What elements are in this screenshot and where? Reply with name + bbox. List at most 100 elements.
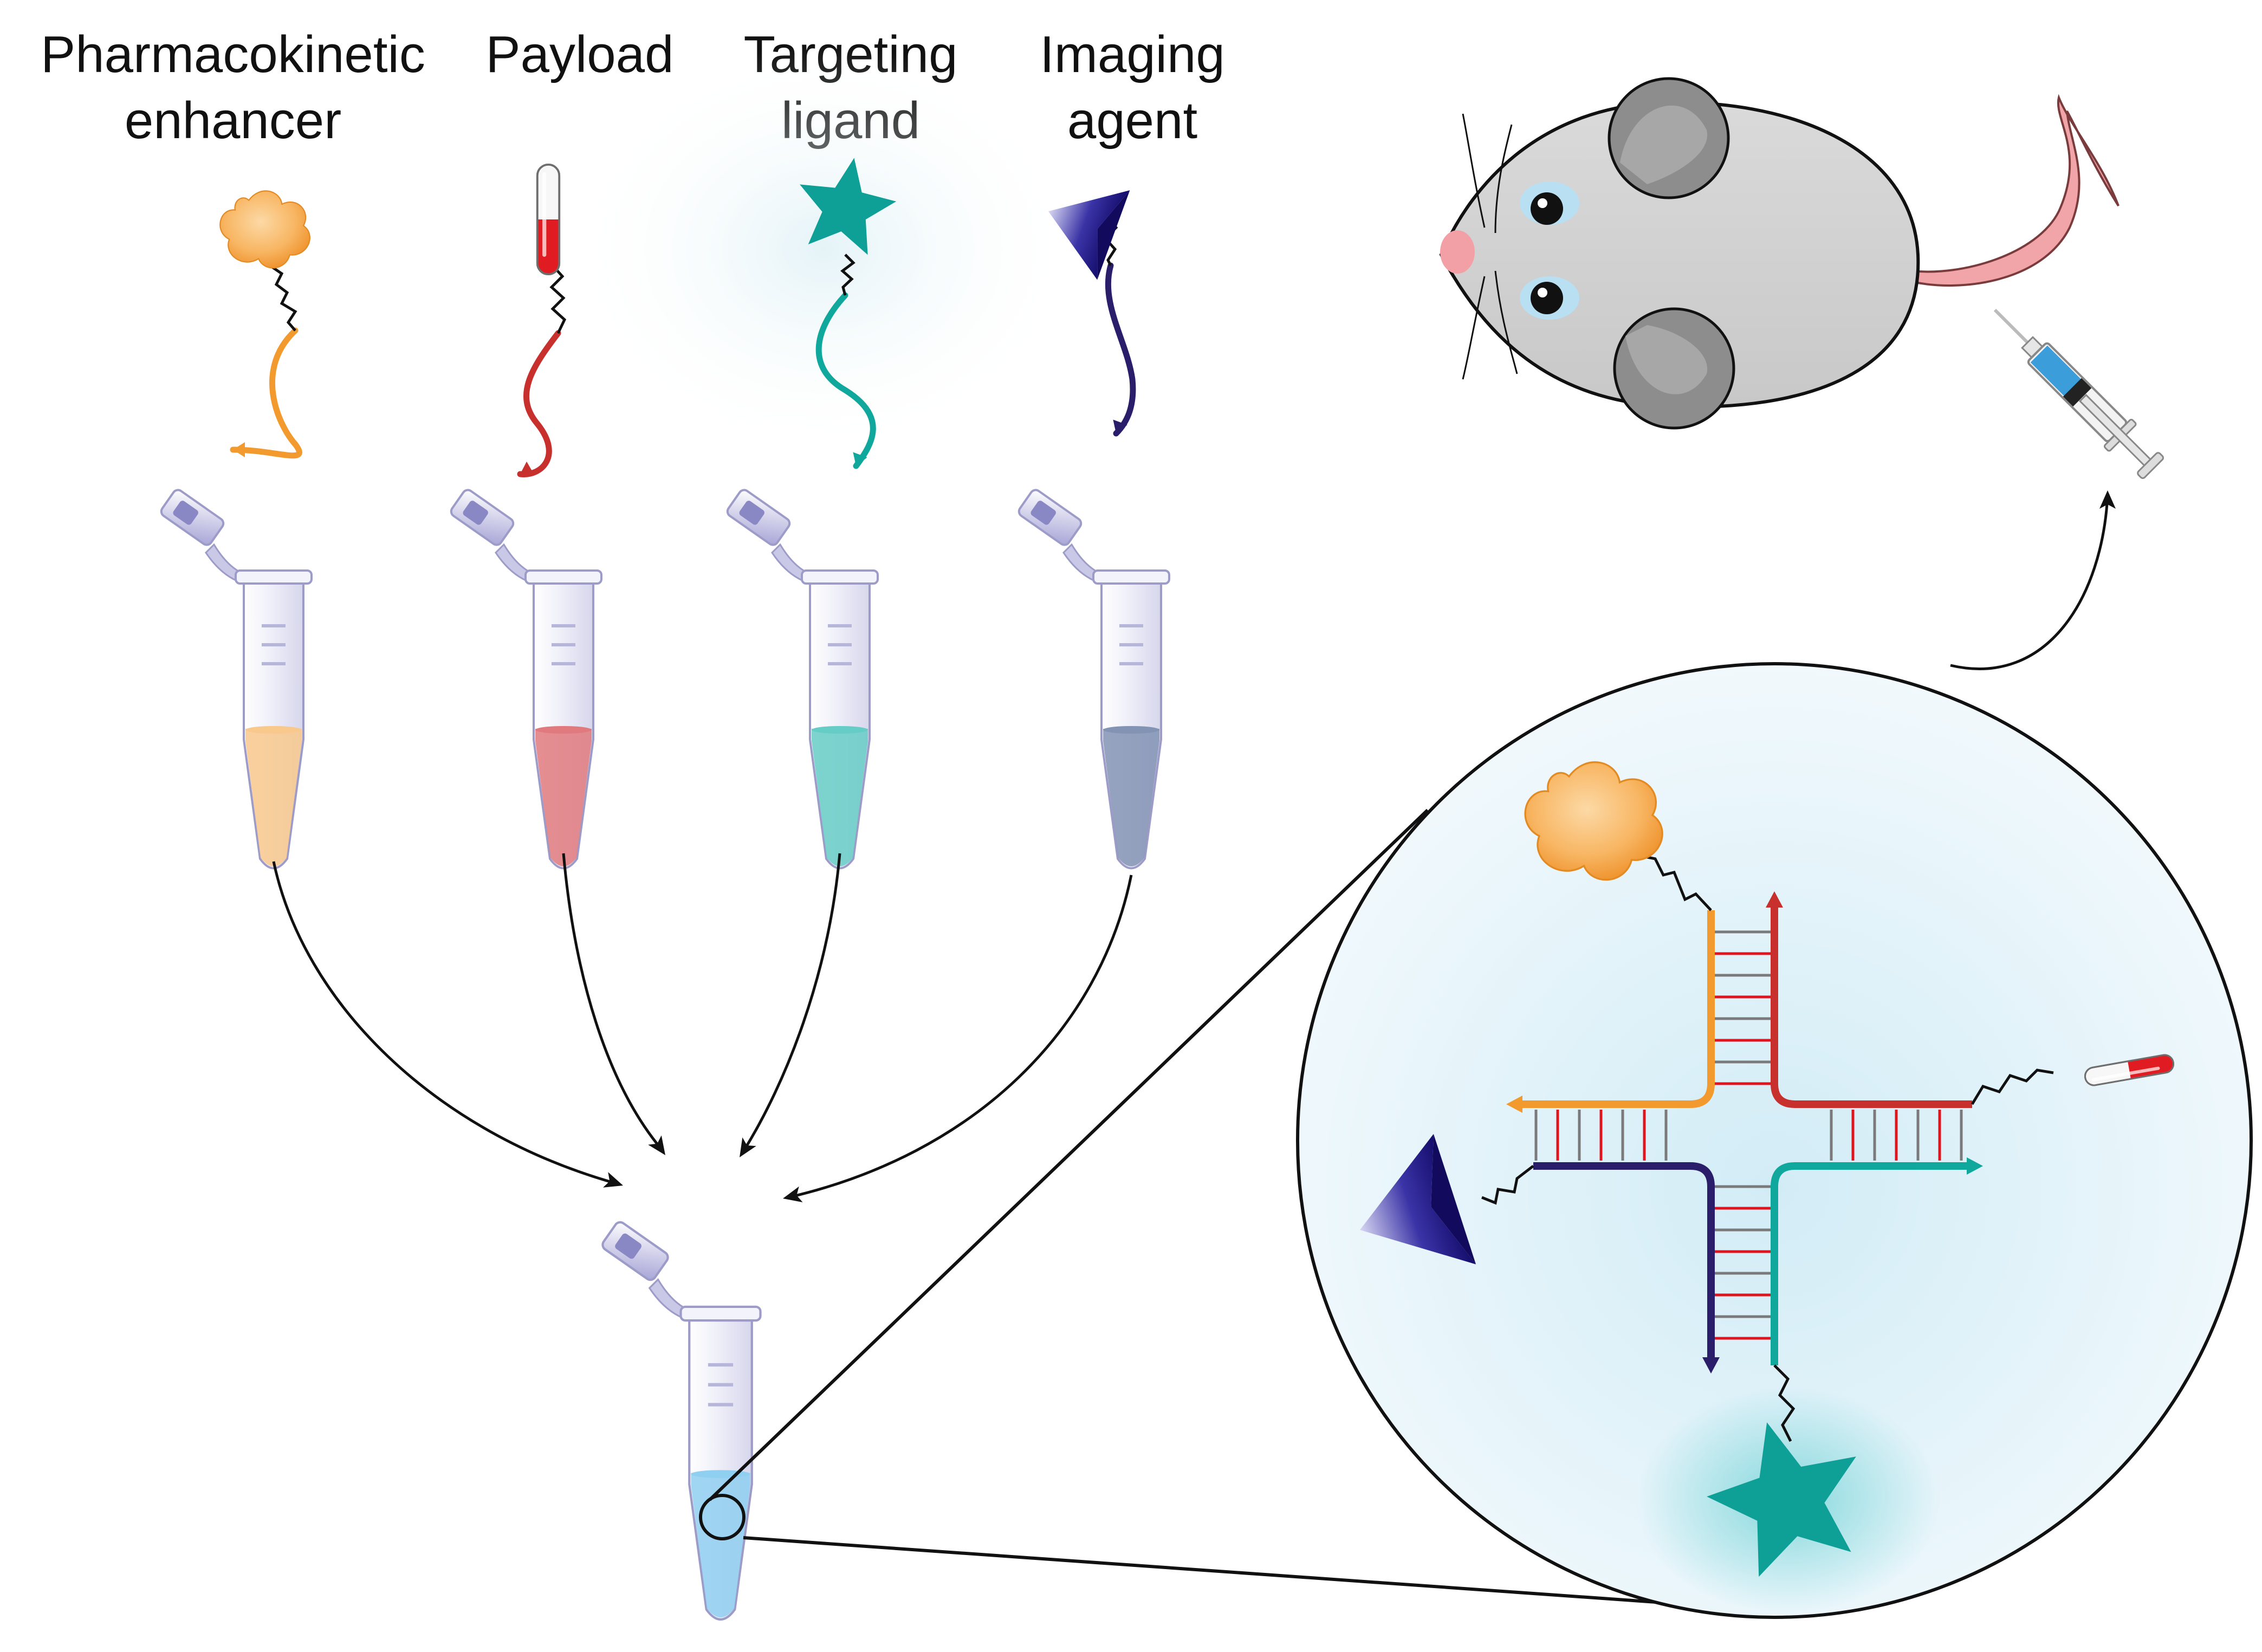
tube-cap bbox=[601, 1221, 669, 1281]
linker-cloud bbox=[1641, 854, 1712, 911]
arrow-pk-to-mix bbox=[272, 861, 623, 1188]
tube-liquid bbox=[1103, 729, 1159, 866]
arrow-path bbox=[742, 853, 841, 1152]
label-imaging-agent: Imaging agent bbox=[975, 22, 1289, 154]
arrow-head bbox=[603, 1172, 623, 1188]
cloud-shape bbox=[1524, 761, 1663, 881]
tube-cap-plug bbox=[615, 1233, 641, 1259]
arrow-head bbox=[648, 1135, 665, 1155]
capsule-shine bbox=[542, 172, 547, 257]
strand-arrow-tip bbox=[1113, 419, 1127, 433]
mouse-icon bbox=[1439, 77, 2120, 430]
star-shape bbox=[1707, 1422, 1856, 1577]
tube-cap bbox=[160, 489, 225, 546]
tube-liquid bbox=[535, 729, 592, 866]
label-line-1: Pharmacokinetic bbox=[41, 25, 425, 83]
mouse-whisker bbox=[1494, 124, 1513, 234]
mouse-tail bbox=[1911, 94, 2120, 287]
liquid-meniscus bbox=[1103, 726, 1159, 734]
arrow-path bbox=[788, 874, 1133, 1199]
background-halo bbox=[569, 43, 1078, 455]
tube-liquid bbox=[691, 1473, 750, 1618]
capsule-outline bbox=[536, 163, 561, 276]
cloud-shape bbox=[219, 190, 310, 269]
arrow-target-to-mix bbox=[740, 853, 841, 1157]
star-icon bbox=[800, 158, 897, 255]
tube-imaging bbox=[1017, 489, 1170, 870]
arrow-path bbox=[1950, 495, 2109, 670]
tube-cap bbox=[450, 489, 515, 546]
tube-rim bbox=[524, 569, 602, 585]
mouse-ear-bottom-inner bbox=[1625, 325, 1708, 394]
capsule-icon bbox=[536, 163, 561, 276]
syringe-icon bbox=[1993, 308, 2164, 479]
zoom-line-upper bbox=[708, 808, 1429, 1501]
mouse-ear-top-inner bbox=[1620, 105, 1708, 184]
linker-capsule bbox=[1971, 1068, 2054, 1105]
liquid-meniscus bbox=[812, 726, 868, 734]
tube-cap bbox=[1017, 489, 1083, 546]
dna-strand bbox=[230, 327, 302, 459]
zoom-line-lower bbox=[743, 1536, 1718, 1608]
syringe-fluid bbox=[2030, 345, 2082, 397]
strand-arrow-tip bbox=[233, 442, 245, 457]
arrow-payload-to-mix bbox=[562, 853, 665, 1155]
capsule-outline bbox=[2084, 1054, 2174, 1086]
liquid-meniscus bbox=[535, 726, 592, 734]
zoom-circle-icon bbox=[1296, 662, 2253, 1619]
arrow-head bbox=[783, 1186, 803, 1202]
syringe-needle bbox=[1993, 308, 2031, 346]
star-shape bbox=[800, 158, 897, 255]
arrow-path bbox=[562, 853, 662, 1150]
eye-highlight bbox=[1538, 198, 1547, 208]
strand-arrow-tip bbox=[520, 461, 535, 475]
eye-highlight bbox=[1538, 288, 1547, 297]
cloud-icon bbox=[1524, 761, 1663, 881]
mouse-whisker bbox=[1462, 276, 1486, 380]
junction-strand bbox=[1533, 1162, 1715, 1365]
arrow-imaging-to-mix bbox=[783, 874, 1133, 1202]
tube-rim bbox=[801, 569, 879, 585]
label-payload: Payload bbox=[423, 22, 737, 88]
capsule-red-half bbox=[537, 219, 560, 275]
tube-cap-plug bbox=[463, 501, 488, 525]
mouse-whisker bbox=[1494, 270, 1518, 374]
arrow-path bbox=[272, 861, 618, 1185]
arrowhead-dark-face bbox=[1431, 1133, 1476, 1265]
molecule-pk bbox=[219, 190, 310, 459]
tube-rim bbox=[679, 1305, 762, 1322]
linker-zigzag bbox=[840, 254, 855, 296]
liquid-meniscus bbox=[245, 726, 302, 734]
cloud-icon bbox=[219, 190, 310, 269]
dna-strand bbox=[815, 292, 876, 469]
tube-cap-plug bbox=[739, 501, 764, 525]
tube-cap-plug bbox=[173, 501, 198, 525]
dna-strand bbox=[517, 330, 561, 477]
mouse-body bbox=[1439, 101, 1920, 409]
junction-strand bbox=[1771, 899, 1972, 1108]
capsule-icon bbox=[2084, 1054, 2174, 1086]
tube-final bbox=[601, 1221, 762, 1621]
dna-junction bbox=[1506, 891, 1983, 1374]
syringe-plunger-rod bbox=[2078, 393, 2153, 468]
tube-pk bbox=[160, 489, 313, 870]
linker-zigzag bbox=[269, 264, 297, 332]
zoom-origin-circle bbox=[699, 1494, 746, 1540]
arrowhead-shape bbox=[1048, 190, 1130, 280]
junction-strand bbox=[1517, 910, 1715, 1108]
syringe-plunger-seal bbox=[2063, 378, 2092, 407]
arrowhead-shape bbox=[1360, 1133, 1476, 1265]
linker-arrowhead bbox=[1481, 1165, 1534, 1205]
junction-strand-tip bbox=[1506, 1096, 1522, 1113]
mouse-eye-bottom bbox=[1531, 282, 1563, 314]
label-line-1: Payload bbox=[485, 25, 674, 83]
strand-arrow-tip bbox=[853, 452, 867, 466]
mouse-eye-top bbox=[1531, 192, 1563, 225]
capsule-shine bbox=[2091, 1066, 2160, 1081]
arrow-head bbox=[2099, 490, 2116, 509]
label-line-2: enhancer bbox=[124, 92, 342, 150]
junction-strand bbox=[1771, 1162, 1972, 1365]
junction-strand-tip bbox=[1766, 891, 1783, 908]
